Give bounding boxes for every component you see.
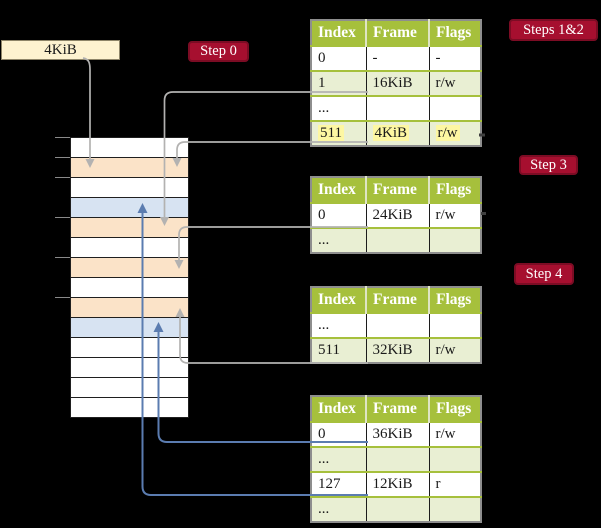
memory-frame-row bbox=[71, 378, 188, 398]
table-row: ... bbox=[311, 446, 481, 472]
cell-frame bbox=[366, 446, 430, 472]
table-header-row: Index Frame Flags bbox=[311, 396, 481, 422]
memory-frame-row bbox=[71, 318, 188, 338]
cell-flags: r/w bbox=[429, 70, 481, 96]
cell-flags bbox=[429, 95, 481, 121]
cell-frame: 16KiB bbox=[366, 70, 430, 96]
cell-index: 511 bbox=[311, 337, 367, 363]
memory-tick bbox=[55, 217, 70, 218]
cell-flags: r/w bbox=[429, 337, 481, 363]
column-header-flags: Flags bbox=[429, 20, 481, 46]
memory-tick bbox=[55, 257, 70, 258]
page-table-4: Index Frame Flags 0 36KiB r/w ... 127 12… bbox=[310, 395, 482, 523]
frame-size-label: 4KiB bbox=[44, 41, 77, 58]
cell-frame bbox=[366, 227, 430, 253]
cell-flags: r/w bbox=[429, 202, 481, 228]
cell-index: ... bbox=[311, 446, 367, 472]
memory-frame-row bbox=[71, 358, 188, 378]
column-header-frame: Frame bbox=[366, 20, 430, 46]
column-header-index: Index bbox=[311, 177, 367, 203]
cell-flags: r/w bbox=[429, 120, 481, 146]
step-0-badge: Step 0 bbox=[188, 41, 249, 62]
column-header-frame: Frame bbox=[366, 177, 430, 203]
column-header-flags: Flags bbox=[429, 287, 481, 313]
cell-index: 0 bbox=[311, 45, 367, 71]
memory-frame-row bbox=[71, 238, 188, 258]
cell-frame bbox=[366, 312, 430, 338]
memory-frame-row bbox=[71, 398, 188, 417]
column-header-flags: Flags bbox=[429, 396, 481, 422]
cell-flags: r bbox=[429, 471, 481, 497]
column-header-index: Index bbox=[311, 287, 367, 313]
memory-frame-row bbox=[71, 218, 188, 238]
memory-tick bbox=[55, 177, 70, 178]
step-3-badge: Step 3 bbox=[519, 155, 578, 175]
cell-index: 1 bbox=[311, 70, 367, 96]
table-row: ... bbox=[311, 95, 481, 121]
memory-frame-row bbox=[71, 298, 188, 318]
cell-flags bbox=[429, 227, 481, 253]
cell-frame bbox=[366, 496, 430, 522]
table-row: 0 24KiB r/w bbox=[311, 202, 481, 228]
memory-frame-row bbox=[71, 158, 188, 178]
table-header-row: Index Frame Flags bbox=[311, 287, 481, 313]
cell-frame bbox=[366, 95, 430, 121]
column-header-frame: Frame bbox=[366, 287, 430, 313]
page-table-3: Index Frame Flags ... 511 32KiB r/w bbox=[310, 286, 482, 364]
table-row: ... bbox=[311, 496, 481, 522]
cell-index: 127 bbox=[311, 471, 367, 497]
memory-frame-row bbox=[71, 138, 188, 158]
page-table-1: Index Frame Flags 0 - - 1 16KiB r/w ... … bbox=[310, 19, 482, 147]
table-row: ... bbox=[311, 227, 481, 253]
page-table-2: Index Frame Flags 0 24KiB r/w ... bbox=[310, 176, 482, 254]
cell-flags bbox=[429, 496, 481, 522]
table-row-highlighted: 511 4KiB r/w bbox=[311, 120, 481, 146]
cell-flags: - bbox=[429, 45, 481, 71]
table-row: ... bbox=[311, 312, 481, 338]
cell-index: ... bbox=[311, 95, 367, 121]
column-header-frame: Frame bbox=[366, 396, 430, 422]
cell-frame: 4KiB bbox=[366, 120, 430, 146]
memory-tick bbox=[55, 137, 70, 138]
memory-frame-row bbox=[71, 278, 188, 298]
frame-size-box: 4KiB bbox=[1, 40, 120, 60]
cell-frame: - bbox=[366, 45, 430, 71]
cell-index: 511 bbox=[311, 120, 367, 146]
table-row: 127 12KiB r bbox=[311, 471, 481, 497]
column-header-index: Index bbox=[311, 396, 367, 422]
cell-frame: 24KiB bbox=[366, 202, 430, 228]
physical-memory-column bbox=[70, 137, 189, 418]
table-row: 1 16KiB r/w bbox=[311, 70, 481, 96]
memory-frame-row bbox=[71, 258, 188, 278]
table-row: 511 32KiB r/w bbox=[311, 337, 481, 363]
cell-flags: r/w bbox=[429, 421, 481, 447]
memory-frame-row bbox=[71, 178, 188, 198]
cell-index: ... bbox=[311, 496, 367, 522]
step-4-badge: Step 4 bbox=[514, 263, 574, 285]
cell-flags bbox=[429, 446, 481, 472]
cell-index: 0 bbox=[311, 421, 367, 447]
table-header-row: Index Frame Flags bbox=[311, 177, 481, 203]
column-header-index: Index bbox=[311, 20, 367, 46]
steps-1-2-badge: Steps 1&2 bbox=[509, 19, 598, 41]
memory-tick bbox=[55, 297, 70, 298]
table-row: 0 - - bbox=[311, 45, 481, 71]
cell-frame: 36KiB bbox=[366, 421, 430, 447]
memory-frame-row bbox=[71, 198, 188, 218]
cell-index: ... bbox=[311, 227, 367, 253]
cell-frame: 12KiB bbox=[366, 471, 430, 497]
cell-index: ... bbox=[311, 312, 367, 338]
memory-tick bbox=[55, 157, 70, 158]
column-header-flags: Flags bbox=[429, 177, 481, 203]
cell-flags bbox=[429, 312, 481, 338]
table-header-row: Index Frame Flags bbox=[311, 20, 481, 46]
table-row: 0 36KiB r/w bbox=[311, 421, 481, 447]
memory-frame-row bbox=[71, 338, 188, 358]
cell-index: 0 bbox=[311, 202, 367, 228]
cell-frame: 32KiB bbox=[366, 337, 430, 363]
